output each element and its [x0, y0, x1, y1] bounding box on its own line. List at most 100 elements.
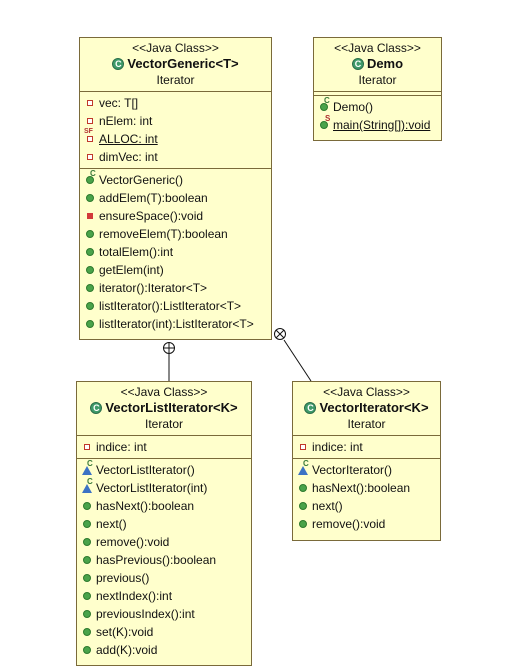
protected-constructor-icon: C — [81, 460, 93, 476]
method-row: previousIndex():int — [81, 605, 251, 623]
public-method-icon — [81, 572, 93, 584]
method-row: getElem(int) — [84, 261, 271, 279]
stereotype-label: <<Java Class>> — [132, 41, 219, 55]
stereotype-label: <<Java Class>> — [334, 41, 421, 55]
static-final-field-icon: SF — [84, 128, 96, 145]
class-name: VectorListIterator<K> — [105, 400, 238, 415]
method-row: removeElem(T):boolean — [84, 225, 271, 243]
public-method-icon — [84, 192, 96, 204]
public-method-icon — [297, 500, 309, 512]
field-row: dimVec: int — [84, 148, 271, 166]
fields-compartment: indice: int — [77, 436, 251, 459]
class-vectoriterator[interactable]: <<Java Class>> C VectorIterator<K> Itera… — [292, 381, 441, 541]
public-method-icon — [81, 518, 93, 530]
public-method-icon — [81, 500, 93, 512]
package-label: Iterator — [358, 73, 397, 87]
method-row: hasNext():boolean — [297, 479, 440, 497]
class-header: <<Java Class>> C VectorListIterator<K> I… — [77, 382, 251, 436]
fields-compartment: indice: int — [293, 436, 440, 459]
public-method-icon — [84, 282, 96, 294]
method-row: ensureSpace():void — [84, 207, 271, 225]
private-field-icon — [84, 115, 96, 127]
private-field-icon — [81, 441, 93, 453]
public-method-icon — [297, 482, 309, 494]
field-row: nElem: int — [84, 112, 271, 130]
nesting-anchor-vectorlistiterator — [163, 342, 175, 354]
fields-compartment — [314, 92, 441, 96]
method-row: remove():void — [297, 515, 440, 533]
class-vectorlistiterator[interactable]: <<Java Class>> C VectorListIterator<K> I… — [76, 381, 252, 666]
field-row: indice: int — [297, 438, 440, 456]
public-method-icon — [81, 608, 93, 620]
private-field-icon — [297, 441, 309, 453]
method-row: totalElem():int — [84, 243, 271, 261]
class-name: VectorIterator<K> — [319, 400, 429, 415]
package-label: Iterator — [156, 73, 195, 87]
public-method-icon — [84, 228, 96, 240]
method-row: hasNext():boolean — [81, 497, 251, 515]
public-method-icon — [84, 246, 96, 258]
private-field-icon — [84, 151, 96, 163]
public-method-icon — [84, 300, 96, 312]
class-icon: C — [112, 57, 125, 70]
nesting-line-vectoriterator — [283, 339, 312, 382]
nesting-anchor-vectoriterator — [274, 328, 286, 340]
class-name: Demo — [366, 56, 404, 71]
class-icon: C — [304, 401, 317, 414]
stereotype-label: <<Java Class>> — [323, 385, 410, 399]
private-field-icon — [84, 97, 96, 109]
stereotype-label: <<Java Class>> — [120, 385, 208, 399]
public-method-icon — [81, 554, 93, 566]
public-method-icon — [81, 626, 93, 638]
field-row: vec: T[] — [84, 94, 271, 112]
package-label: Iterator — [347, 417, 386, 431]
method-row: next() — [297, 497, 440, 515]
public-method-icon — [297, 518, 309, 530]
protected-constructor-icon: C — [81, 478, 93, 494]
method-row: next() — [81, 515, 251, 533]
method-row: set(K):void — [81, 623, 251, 641]
static-method-icon: S — [318, 115, 330, 131]
class-header: <<Java Class>> C VectorIterator<K> Itera… — [293, 382, 440, 436]
field-row: indice: int — [81, 438, 251, 456]
method-row: remove():void — [81, 533, 251, 551]
method-row: hasPrevious():boolean — [81, 551, 251, 569]
package-label: Iterator — [144, 417, 183, 431]
class-header: <<Java Class>> C VectorGeneric<T> Iterat… — [80, 38, 271, 92]
method-row: listIterator(int):ListIterator<T> — [84, 315, 271, 333]
public-method-icon — [81, 590, 93, 602]
class-vectorgeneric[interactable]: <<Java Class>> C VectorGeneric<T> Iterat… — [79, 37, 272, 340]
public-method-icon — [84, 264, 96, 276]
constructor-icon: C — [84, 170, 96, 186]
public-method-icon — [81, 644, 93, 656]
class-icon: C — [351, 57, 364, 70]
method-row: add(K):void — [81, 641, 251, 659]
method-row: listIterator():ListIterator<T> — [84, 297, 271, 315]
method-row: iterator():Iterator<T> — [84, 279, 271, 297]
class-header: <<Java Class>> C Demo Iterator — [314, 38, 441, 92]
method-row: previous() — [81, 569, 251, 587]
constructor-icon: C — [318, 97, 330, 113]
public-method-icon — [81, 536, 93, 548]
protected-constructor-icon: C — [297, 460, 309, 476]
method-row: nextIndex():int — [81, 587, 251, 605]
public-method-icon — [84, 318, 96, 330]
method-row: addElem(T):boolean — [84, 189, 271, 207]
class-icon: C — [90, 401, 103, 414]
private-method-icon — [84, 210, 96, 222]
class-name: VectorGeneric<T> — [127, 56, 239, 71]
